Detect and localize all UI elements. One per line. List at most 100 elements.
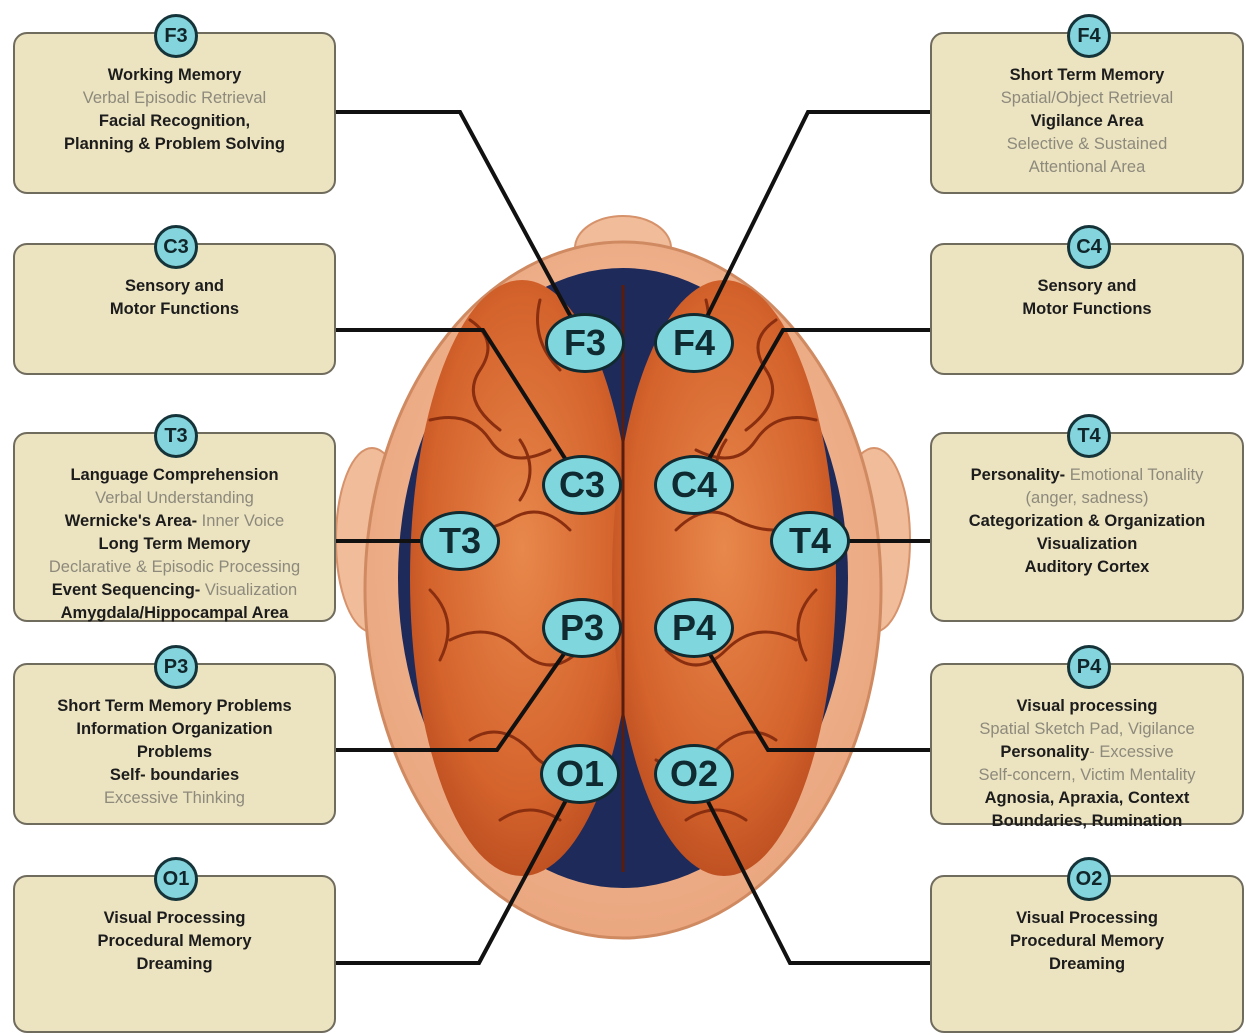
box-line: Self- boundaries <box>15 764 334 787</box>
bold-text: Visual Processing <box>103 909 246 927</box>
box-line: Declarative & Episodic Processing <box>15 556 334 579</box>
p4-badge-icon: P4 <box>1067 645 1111 689</box>
connector-o2 <box>692 773 935 965</box>
electrode-f4: F4 <box>654 313 734 373</box>
box-line: Categorization & Organization <box>932 510 1242 533</box>
bold-text: Procedural Memory <box>1009 932 1165 950</box>
box-line: Amygdala/Hippocampal Area <box>15 602 334 625</box>
detail-text: Self-concern, Victim Mentality <box>978 766 1196 784</box>
box-line: Vigilance Area <box>932 110 1242 133</box>
bold-text: Planning & Problem Solving <box>64 135 285 153</box>
bold-text: Event Sequencing- <box>51 581 201 599</box>
connector-p3 <box>336 626 584 752</box>
f3-badge-icon: F3 <box>154 14 198 58</box>
box-line: Excessive Thinking <box>15 787 334 810</box>
box-line: Attentional Area <box>932 156 1242 179</box>
detail-text: Visualization <box>200 581 298 599</box>
box-line: Wernicke's Area- Inner Voice <box>15 510 334 533</box>
detail-text: Spatial Sketch Pad, Vigilance <box>979 720 1195 738</box>
bold-text: Procedural Memory <box>97 932 252 950</box>
box-line: Motor Functions <box>15 298 334 321</box>
box-line: Procedural Memory <box>15 930 334 953</box>
box-line: (anger, sadness) <box>932 487 1242 510</box>
box-line: Auditory Cortex <box>932 556 1242 579</box>
box-line: Self-concern, Victim Mentality <box>932 764 1242 787</box>
box-line: Motor Functions <box>932 298 1242 321</box>
o2-badge-icon: O2 <box>1067 857 1111 901</box>
box-line: Planning & Problem Solving <box>15 133 334 156</box>
detail-text: Verbal Understanding <box>95 489 254 507</box>
electrode-t3: T3 <box>420 511 500 571</box>
box-line: Visual Processing <box>15 907 334 930</box>
o1-badge-icon: O1 <box>154 857 198 901</box>
connector-o1 <box>336 773 582 965</box>
bold-text: Sensory and <box>124 277 225 295</box>
connector-f3 <box>336 110 587 344</box>
bold-text: Wernicke's Area- <box>64 512 198 530</box>
box-line: Spatial Sketch Pad, Vigilance <box>932 718 1242 741</box>
bold-text: Personality- <box>970 466 1066 484</box>
right-hemisphere <box>612 280 836 876</box>
t3-badge-icon: T3 <box>154 414 198 458</box>
electrode-p4: P4 <box>654 598 734 658</box>
connector-c4 <box>692 328 935 486</box>
detail-text: Selective & Sustained <box>1006 135 1168 153</box>
bold-text: Personality <box>1000 743 1090 761</box>
t4-badge-icon: T4 <box>1067 414 1111 458</box>
bold-text: Long Term Memory <box>98 535 251 553</box>
electrode-o1: O1 <box>540 744 620 804</box>
bold-text: Problems <box>136 743 213 761</box>
left-hemisphere <box>410 280 634 876</box>
bold-text: Dreaming <box>1048 955 1126 973</box>
detail-text: Excessive Thinking <box>104 789 245 807</box>
box-line: Problems <box>15 741 334 764</box>
box-line: Verbal Understanding <box>15 487 334 510</box>
connector-p4 <box>692 626 935 752</box>
detail-text: Emotional Tonality <box>1065 466 1204 484</box>
box-line: Sensory and <box>932 275 1242 298</box>
bold-text: Facial Recognition, <box>98 112 251 130</box>
box-line: Personality- Excessive <box>932 741 1242 764</box>
box-line: Selective & Sustained <box>932 133 1242 156</box>
bold-text: Boundaries, Rumination <box>991 812 1183 830</box>
bold-text: Visual Processing <box>1016 909 1158 927</box>
electrode-f3: F3 <box>545 313 625 373</box>
box-line: Short Term Memory <box>932 64 1242 87</box>
box-line: Visual Processing <box>932 907 1242 930</box>
box-line: Spatial/Object Retrieval <box>932 87 1242 110</box>
bold-text: Information Organization <box>76 720 273 738</box>
bold-text: Visual processing <box>1016 697 1158 715</box>
bold-text: Vigilance Area <box>1030 112 1144 130</box>
box-line: Verbal Episodic Retrieval <box>15 87 334 110</box>
box-line: Facial Recognition, <box>15 110 334 133</box>
bold-text: Visualization <box>1036 535 1138 553</box>
box-line: Working Memory <box>15 64 334 87</box>
box-line: Visualization <box>932 533 1242 556</box>
box-line: Event Sequencing- Visualization <box>15 579 334 602</box>
detail-text: Inner Voice <box>197 512 285 530</box>
f4-badge-icon: F4 <box>1067 14 1111 58</box>
electrode-o2: O2 <box>654 744 734 804</box>
box-line: Sensory and <box>15 275 334 298</box>
connector-f4 <box>692 110 935 344</box>
box-line: Boundaries, Rumination <box>932 810 1242 833</box>
bold-text: Short Term Memory <box>1009 66 1165 84</box>
box-line: Short Term Memory Problems <box>15 695 334 718</box>
box-line: Personality- Emotional Tonality <box>932 464 1242 487</box>
electrode-p3: P3 <box>542 598 622 658</box>
detail-text: Attentional Area <box>1028 158 1146 176</box>
electrode-t4: T4 <box>770 511 850 571</box>
bold-text: Auditory Cortex <box>1024 558 1150 576</box>
detail-text: Spatial/Object Retrieval <box>1000 89 1174 107</box>
bold-text: Motor Functions <box>109 300 240 318</box>
box-line: Dreaming <box>932 953 1242 976</box>
box-line: Language Comprehension <box>15 464 334 487</box>
